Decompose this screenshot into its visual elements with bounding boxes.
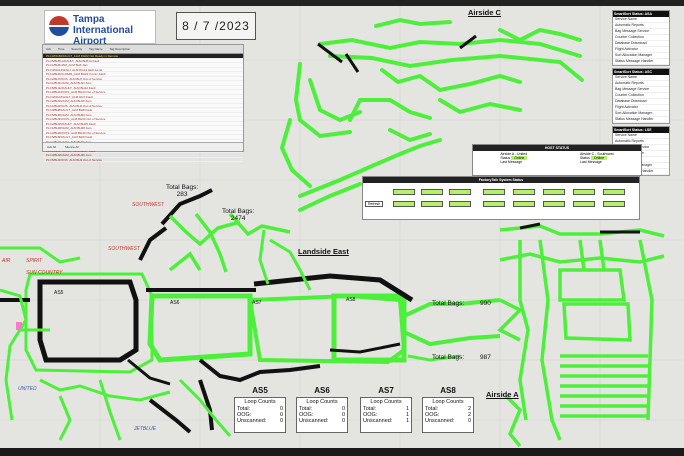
- service-row: Service Name: [613, 17, 669, 23]
- factorytalk-status-panel: FactoryTalk System Status Refresh: [362, 176, 640, 220]
- alarm-row[interactable]: PLC1/BH31/JAM_ALM BH31 Jam: [43, 81, 243, 86]
- carrier-spirit: SPIRIT: [26, 258, 43, 264]
- airside-c-conveyors: [279, 17, 584, 212]
- alarm-row[interactable]: PLC5/BH12/FAULT_ALM BH12 Fault: [43, 86, 243, 90]
- alarm-row[interactable]: PLC2/BH7/OOS_ALM BH7 Out of Service: [43, 77, 243, 81]
- logo-line-3: Airport: [73, 36, 107, 47]
- airport-logo-icon: [49, 16, 69, 36]
- airport-logo: Tampa International Airport: [44, 10, 156, 47]
- monitor-bezel-bottom: [0, 448, 684, 456]
- service-row: Flight Activator: [613, 105, 669, 111]
- alarm-row[interactable]: PLC3/BH36/JAM_ALM BH36 Jam: [43, 153, 243, 158]
- service-row: Status Message Handler: [613, 117, 669, 123]
- airside-a-conveyors: [497, 224, 665, 448]
- landside-loops: [0, 229, 501, 441]
- host-status-panel: HOST STATUS Airside A - United Status On…: [472, 144, 642, 176]
- airside-c-label: Airside C: [468, 8, 501, 17]
- silence-all-button[interactable]: Silence All: [64, 145, 79, 149]
- as5-map-label: AS5: [54, 290, 64, 296]
- loop-counts-as5: AS5 Loop Counts Total:0 OOG:0 Unscanned:…: [234, 386, 286, 433]
- carrier-southwest-1: SOUTHWEST: [132, 202, 164, 208]
- carrier-southwest-2: SOUTHWEST: [108, 246, 140, 252]
- service-row: Bag Message Service: [613, 29, 669, 35]
- as6-map-label: AS6: [170, 300, 180, 306]
- loop-counts-as7: AS7 Loop Counts Total:1 OOG:1 Unscanned:…: [360, 386, 412, 433]
- carrier-air: AIR: [2, 258, 11, 264]
- loop-counts-as6: AS6 Loop Counts Total:0 OOG:0 Unscanned:…: [296, 386, 348, 433]
- alarm-row[interactable]: PLC1/BH2/OOS_ALM BH2 Out of Service: [43, 104, 243, 108]
- alarm-row[interactable]: PLC1/BH6/JAM_ALM BH6 Jam: [43, 63, 243, 68]
- alarm-row[interactable]: PLC1/BH28/JAM_ALM BH28 Jam: [43, 126, 243, 131]
- alarm-row[interactable]: PLC5/BH9/FAULT_ALM BH9 Fault: [43, 135, 243, 140]
- service-row: Flight Activator: [613, 47, 669, 53]
- service-row: Counter Collection: [613, 93, 669, 99]
- refresh-button[interactable]: Refresh: [365, 201, 384, 207]
- service-row: Bag Message Service: [613, 87, 669, 93]
- logo-line-1: Tampa: [73, 14, 105, 25]
- total-bags-2474: Total Bags:2474: [222, 208, 255, 222]
- host-airside-c: Airside C - Southwest Status Online Last…: [580, 152, 614, 164]
- total-bags-987: Total Bags: 987: [432, 354, 491, 361]
- alarm-row[interactable]: PLC2/DG82/FAULT_ALM DG82 Not Ready in Re…: [43, 54, 243, 59]
- col-severity[interactable]: Severity: [71, 47, 83, 51]
- monitor-bezel-top: [0, 0, 684, 6]
- alarm-row[interactable]: PLC5/BH60/JAM_ALM BH60 Jam: [43, 113, 243, 117]
- alarm-row[interactable]: PLC5/BH3/OOS_ALM BH3 Out of Service: [43, 158, 243, 162]
- carrier-united: UNITED: [18, 386, 37, 392]
- landside-east-label: Landside East: [298, 247, 349, 256]
- loop-counts-as8: AS8 Loop Counts Total:2 OOG:2 Unscanned:…: [422, 386, 474, 433]
- alarm-row[interactable]: PLC3/BH8/FAULT_ALM BH8 Fault: [43, 108, 243, 113]
- alarm-row[interactable]: PLC4/DG7/FAULT_ALM DG7 Fault: [43, 95, 243, 99]
- alarm-row[interactable]: PLC5/BH51A/FAULT_ALM BH51A Fault: [43, 59, 243, 63]
- col-tag-name[interactable]: Tag Name: [88, 47, 103, 51]
- carrier-sun-country: SUN COUNTRY: [26, 270, 63, 276]
- alarm-table-header: Ack Time Severity Tag Name Tag Descripti…: [43, 45, 243, 54]
- service-row: Counter Collection: [613, 35, 669, 41]
- service-row: Database Download: [613, 41, 669, 47]
- col-ack[interactable]: Ack: [46, 47, 52, 51]
- ack-all-button[interactable]: Ack All: [47, 145, 57, 149]
- service-row: Service Name: [613, 133, 669, 139]
- service-row: Sort Allocation Manager: [613, 111, 669, 117]
- service-row: Status Message Handler: [613, 59, 669, 65]
- total-bags-990: Total Bags: 990: [432, 300, 491, 307]
- alarm-row[interactable]: PLC2/BH19/JAM_ALM BH19 Jam: [43, 99, 243, 104]
- service-row: Automatic Reports: [613, 23, 669, 29]
- alarm-summary-table[interactable]: Ack Time Severity Tag Name Tag Descripti…: [42, 44, 244, 162]
- alarm-table-footer: Ack All Silence All: [43, 142, 243, 151]
- service-row: Service Name: [613, 75, 669, 81]
- service-row: Sort Allocation Manager: [613, 53, 669, 59]
- airside-a-label: Airside A: [486, 390, 519, 399]
- host-airside-a: Airside A - United Status Online Last Me…: [500, 152, 528, 164]
- carrier-jetblue: JETBLUE: [134, 426, 156, 432]
- alarm-row[interactable]: PLC3/DG14/HIGH_ALM DG14 High Level: [43, 68, 243, 72]
- service-row: Automatic Reports: [613, 81, 669, 87]
- date-display: 8 / 7 /2023: [176, 12, 256, 40]
- alarm-row[interactable]: PLC3/BH44/OOS_ALM BH44 Out of Service: [43, 90, 243, 95]
- logo-line-2: International: [73, 25, 134, 36]
- as7-map-label: AS7: [252, 300, 262, 306]
- service-row: Database Download: [613, 99, 669, 105]
- col-time[interactable]: Time: [57, 47, 65, 51]
- as8-map-label: AS8: [346, 297, 356, 303]
- alarm-row[interactable]: PLC4/BH22/COMM_ALM BH22 Comm Fault: [43, 72, 243, 77]
- alarm-row[interactable]: PLC3/BH40/OOS_ALM BH40 Out of Service: [43, 131, 243, 135]
- total-bags-283: Total Bags:283: [166, 184, 199, 198]
- alarm-row[interactable]: PLC2/BH15/FAULT_ALM BH15 Fault: [43, 122, 243, 126]
- alarm-row[interactable]: PLC4/BH33/OOS_ALM BH33 Out of Service: [43, 117, 243, 122]
- col-tag-desc[interactable]: Tag Description: [109, 47, 131, 51]
